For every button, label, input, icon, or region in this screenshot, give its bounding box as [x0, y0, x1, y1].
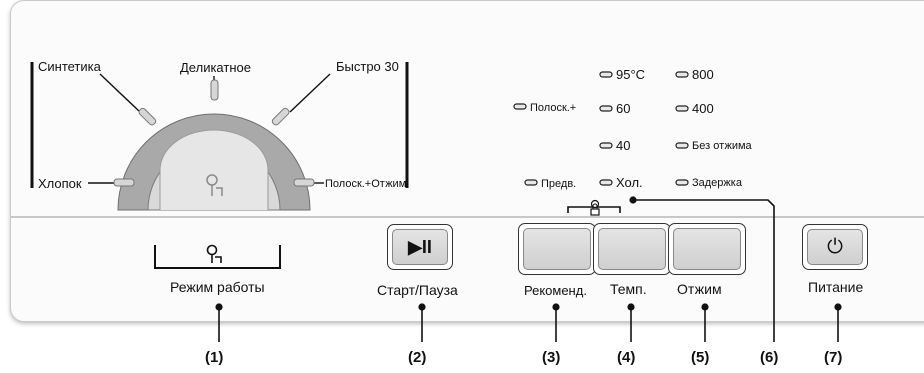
rinse-spin-indicator	[293, 178, 315, 187]
led-rinse-plus	[513, 103, 527, 110]
synthetics-leader-line	[99, 73, 141, 113]
temperature-label: Темп.	[610, 281, 647, 297]
start-pause-button[interactable]: ▶II	[387, 224, 453, 270]
program-delicate-label: Деликатное	[180, 60, 251, 75]
callout-3: (3)	[542, 349, 561, 366]
program-synthetics-label: Синтетика	[38, 59, 101, 74]
synthetics-indicator	[138, 107, 157, 126]
dial-knob-face	[159, 129, 269, 210]
spin-button[interactable]	[668, 223, 746, 275]
program-quick30-label: Быстро 30	[336, 59, 399, 74]
cotton-indicator	[113, 178, 135, 187]
quick30-leader-line	[289, 73, 331, 113]
option-800-label: 800	[692, 67, 714, 82]
start-pause-button-face: ▶II	[392, 229, 448, 265]
play-pause-icon: ▶II	[408, 237, 432, 257]
dial-label: Режим работы	[170, 279, 265, 295]
callout-5: (5)	[691, 349, 710, 366]
temperature-button[interactable]	[593, 223, 671, 275]
panel-seam	[10, 216, 924, 218]
quick30-indicator	[271, 107, 290, 126]
callout-1: (1)	[205, 349, 224, 366]
option-prewash-label: Предв.	[541, 178, 577, 190]
callout-6: (6)	[760, 349, 779, 366]
power-label: Питание	[808, 279, 864, 295]
option-no-spin-label: Без отжима	[692, 140, 752, 152]
callout-lines	[218, 199, 839, 342]
power-button-face: ⏻	[807, 229, 863, 265]
temperature-button-face	[598, 228, 666, 270]
option-400-label: 400	[692, 101, 714, 116]
option-95-label: 95°C	[616, 67, 646, 82]
touch-hand-small-icon	[206, 244, 222, 263]
led-400	[675, 105, 689, 112]
delicate-indicator	[210, 79, 219, 101]
led-95	[599, 71, 613, 78]
power-button[interactable]: ⏻	[802, 224, 868, 270]
option-60-label: 60	[616, 101, 631, 116]
callout-dots	[215, 196, 842, 311]
program-cotton-label: Хлопок	[38, 176, 82, 191]
callout-7: (7)	[824, 349, 843, 366]
touch-hand-icon	[206, 174, 223, 196]
dial-bracket	[154, 245, 281, 269]
led-40	[599, 142, 613, 149]
led-60	[599, 105, 613, 112]
led-cold	[599, 179, 613, 186]
program-rinse-spin-label: Полоск.+Отжим	[325, 178, 407, 190]
callout-4: (4)	[617, 349, 636, 366]
power-icon: ⏻	[827, 236, 843, 258]
option-delay-label: Задержка	[692, 177, 742, 189]
led-prewash	[524, 179, 538, 186]
start-pause-label: Старт/Пауза	[377, 282, 458, 298]
child-lock-icon	[590, 199, 600, 216]
led-delay	[675, 179, 689, 186]
spin-label: Отжим	[677, 281, 722, 297]
option-40-label: 40	[616, 138, 631, 153]
led-no-spin	[675, 142, 689, 149]
spin-button-face	[673, 228, 741, 270]
recommended-label: Рекоменд.	[524, 283, 587, 298]
led-800	[675, 71, 689, 78]
callout-2: (2)	[408, 349, 427, 366]
option-cold-label: Хол.	[616, 175, 643, 190]
recommended-button[interactable]	[518, 223, 596, 275]
option-rinse-plus-label: Полоск.+	[530, 102, 577, 114]
recommended-button-face	[523, 228, 591, 270]
